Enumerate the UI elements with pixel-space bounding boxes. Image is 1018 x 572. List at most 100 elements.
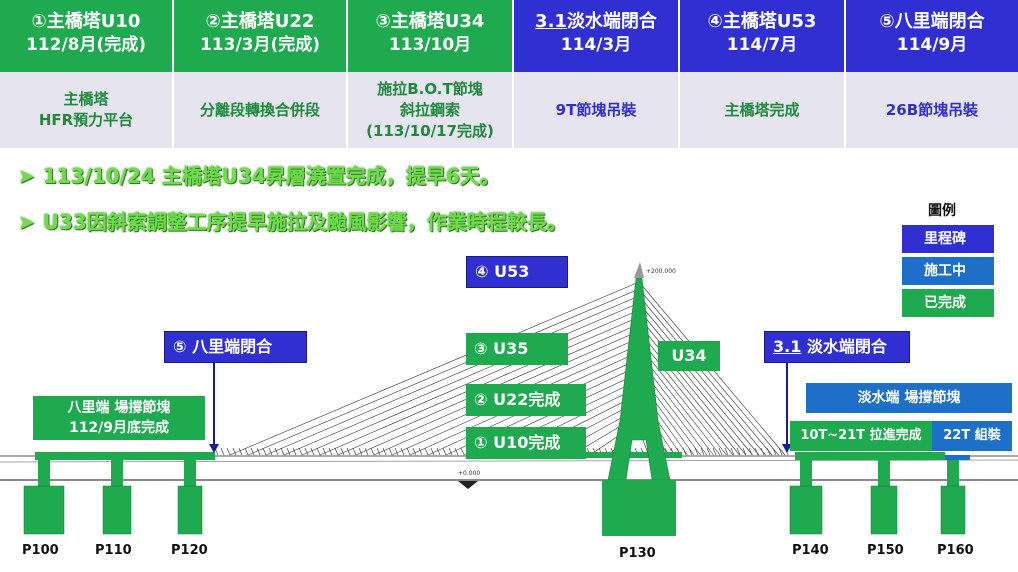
legend-milestone: 里程碑 [902, 225, 994, 253]
deck-hatch [718, 447, 723, 456]
stay-cable [247, 288, 640, 456]
deck-hatch [772, 447, 777, 456]
u10-label: ① U10完成 [466, 427, 586, 459]
deck-underside [0, 459, 1018, 463]
note-text: U33因斜索調整工序提早施拉及颱風影響，作業時程較長。 [42, 210, 567, 234]
stay-cable [283, 302, 640, 456]
deck-hatch [298, 447, 303, 456]
label-text: U53 [494, 262, 530, 281]
deck-hatch [232, 447, 237, 456]
pier-label: P110 [95, 543, 132, 558]
deck-hatch [412, 447, 417, 456]
deck-hatch [352, 447, 357, 456]
ground-marker-icon [458, 481, 478, 489]
milestone-number: ④ [707, 11, 723, 32]
pier-label: P160 [937, 543, 974, 558]
deck-hatch [688, 447, 693, 456]
deck-hatch [328, 447, 333, 456]
label-number: ④ [475, 262, 489, 281]
label-line: 112/9月底完成 [68, 420, 170, 436]
deck-hatch [700, 447, 705, 456]
label-text: U10完成 [493, 433, 561, 452]
milestone-desc: 主橋塔完成 [680, 72, 846, 148]
desc-text: 26B節塊吊裝 [885, 100, 979, 119]
deck-hatch [346, 447, 351, 456]
u34-tower-tag: U34 [658, 341, 720, 371]
central-deck-segment [582, 452, 682, 458]
bali-closure-label: ⑤ 八里端閉合 [164, 331, 307, 363]
milestone-u34: ③主橋塔U34 113/10月 [348, 0, 514, 72]
pier-label: P130 [619, 546, 656, 561]
label-number: 3.1 [773, 337, 802, 356]
milestone-number: 3.1 [535, 11, 567, 32]
desc-text: 9T節塊吊裝 [555, 100, 637, 119]
assembly-label: 22T 組裝 [932, 421, 1012, 451]
milestone-title: 八里端閉合 [894, 11, 985, 32]
arrow-bullet-icon: ➤ [18, 210, 35, 234]
deck-hatch [712, 447, 717, 456]
label-number: ② [474, 390, 488, 409]
legend-label: 已完成 [924, 295, 966, 311]
milestone-desc: 主橋塔 HFR預力平台 [0, 72, 174, 148]
deck-hatch [244, 447, 249, 456]
tower-top-elevation: +200.000 [646, 268, 676, 275]
deck-hatch [310, 447, 315, 456]
arrowhead-icon [782, 444, 792, 453]
stay-cable [229, 281, 640, 456]
label-number: ⑤ [173, 337, 187, 356]
stay-cable [638, 288, 779, 456]
deck-hatch [730, 447, 735, 456]
arrow-bullet-icon: ➤ [18, 164, 35, 188]
deck-hatch [442, 447, 447, 456]
legend-label: 施工中 [924, 263, 966, 279]
deck-hatch [358, 447, 363, 456]
desc-text: 施拉B.O.T節塊 斜拉鋼索 (113/10/17完成) [366, 79, 494, 140]
stay-cable [301, 309, 640, 456]
legend-label: 里程碑 [924, 231, 966, 247]
pier-foundation [177, 485, 203, 535]
pier-column [878, 460, 890, 490]
deck-hatch [340, 447, 345, 456]
stay-cable [638, 323, 747, 456]
label-line: 八里端 場撐節塊 [67, 400, 171, 416]
deck-hatch [262, 447, 267, 456]
milestone-date: 114/3月 [560, 35, 632, 55]
milestone-date: 114/9月 [896, 35, 968, 55]
stay-cable [638, 344, 727, 456]
deck-hatch [436, 447, 441, 456]
pier-label: P150 [867, 543, 904, 558]
stay-cable [638, 330, 740, 456]
deck-hatch [754, 447, 759, 456]
arrowhead-icon [209, 444, 219, 453]
deck-hatch [334, 447, 339, 456]
deck-hatch [292, 447, 297, 456]
deck-hatch [406, 447, 411, 456]
milestone-date: 113/10月 [388, 35, 472, 55]
tower-foundation [602, 480, 676, 536]
note-line: ➤ U33因斜索調整工序提早施拉及颱風影響，作業時程較長。 [18, 206, 567, 235]
milestone-desc: 26B節塊吊裝 [846, 72, 1018, 148]
tamsui-assembly-segment [945, 455, 970, 460]
stay-cable [638, 316, 753, 456]
deck-hatch [454, 447, 459, 456]
deck-hatch [304, 447, 309, 456]
pier-column [800, 460, 812, 490]
milestone-u10: ①主橋塔U10 112/8月(完成) [0, 0, 174, 72]
milestone-title: 主橋塔U22 [220, 11, 315, 32]
stay-cable [638, 302, 766, 456]
milestone-date: 112/8月(完成) [25, 35, 147, 55]
deck-hatch [286, 447, 291, 456]
milestone-tamsui-closure: 3.1淡水端閉合 114/3月 [514, 0, 680, 72]
milestone-number: ① [31, 11, 47, 32]
pier-foundation [102, 485, 132, 535]
u35-label: ③ U35 [466, 333, 568, 365]
deck-hatch [742, 447, 747, 456]
deck-hatch [394, 447, 399, 456]
bali-segment-label: 八里端 場撐節塊 112/9月底完成 [33, 396, 205, 440]
deck-hatch [274, 447, 279, 456]
deck-hatch [316, 447, 321, 456]
tamsui-deck-segment [795, 452, 945, 460]
stay-cable [638, 309, 760, 456]
deck-hatch [736, 447, 741, 456]
legend-title: 圖例 [928, 203, 956, 219]
